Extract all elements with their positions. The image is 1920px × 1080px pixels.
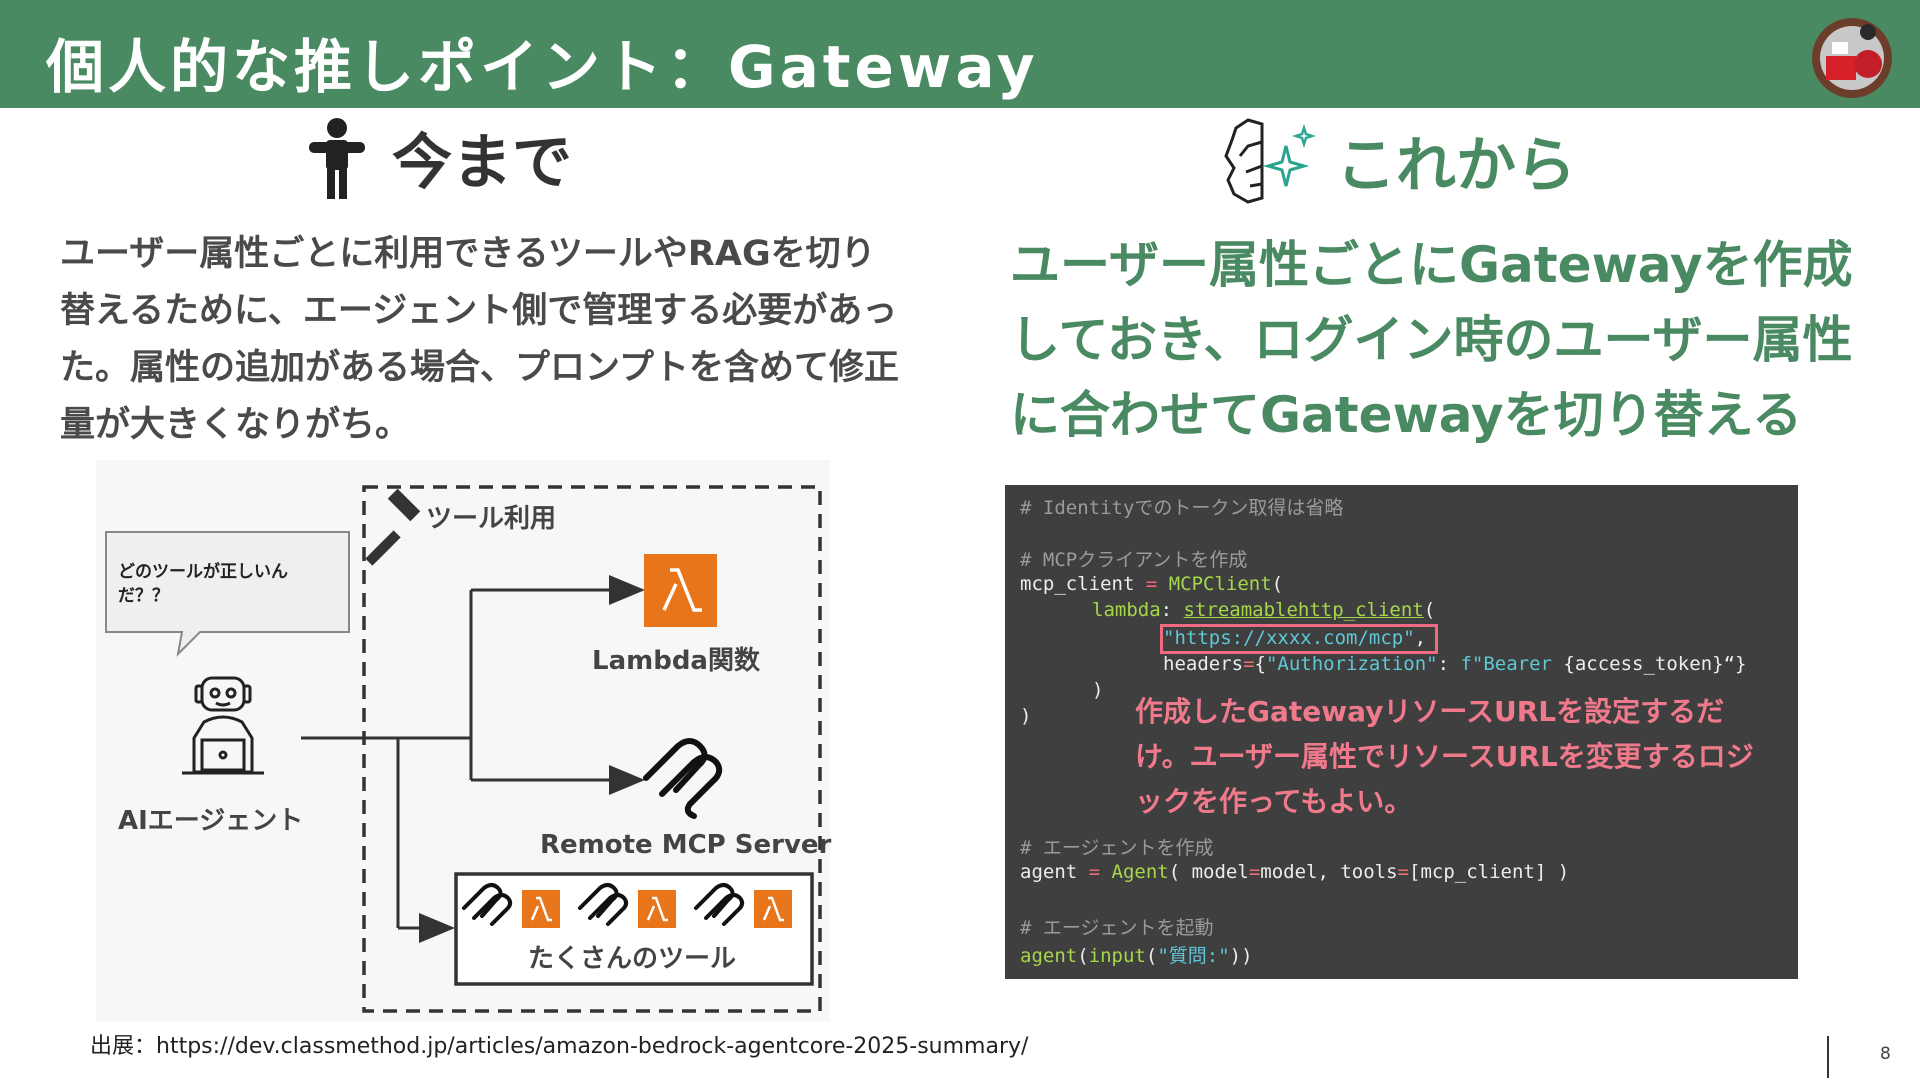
right-description: ユーザー属性ごとにGatewayを作成しておき、ログイン時のユーザー属性に合わせ… (1010, 236, 1853, 444)
code-line-lambda: lambda: streamablehttp_client( (1092, 599, 1436, 621)
mcp-server-icon (578, 883, 629, 926)
code-line-headers: headers={"Authorization": f"Bearer {acce… (1163, 653, 1747, 675)
lambda-label: Lambda関数 (592, 646, 760, 676)
tool-group-border (362, 485, 822, 1013)
hammer-icon (365, 488, 421, 566)
person-icon (309, 117, 365, 199)
code-line-close-paren: ) (1020, 705, 1032, 727)
left-description: ユーザー属性ごとに利用できるツールやRAGを切り替えるために、エージェント側で管… (60, 234, 899, 445)
code-line-close-paren: ) (1092, 679, 1104, 701)
lambda-icon (638, 890, 676, 928)
agent-label: AIエージェント (118, 806, 304, 836)
code-comment: # エージェントを作成 (1020, 837, 1214, 859)
code-block: # Identityでのトークン取得は省略 # MCPクライアントを作成 mcp… (1005, 485, 1798, 979)
source-citation: 出展：https://dev.classmethod.jp/articles/a… (90, 1034, 1029, 1059)
robot-icon (182, 676, 264, 775)
lambda-icon (754, 890, 792, 928)
right-heading-label: これから (1336, 130, 1576, 201)
slide-title: 個人的な推しポイント：Gateway (46, 33, 1039, 101)
url-highlight-box (1160, 624, 1438, 654)
tool-diagram: どのツールが正しいんだ？？ AIエージェント ツール利用 Lambda関数 Re… (96, 460, 832, 1022)
mcp-server-icon (462, 883, 513, 926)
annotation-note: 作成したGatewayリソースURLを設定するだけ。ユーザー属性でリソースURL… (1135, 695, 1754, 818)
right-heading: これから (1222, 116, 1576, 204)
many-tools-label: たくさんのツール (528, 944, 737, 974)
bubble-text: どのツールが正しいんだ？？ (118, 562, 288, 606)
mcp-server-icon (694, 883, 745, 926)
slide-header: 個人的な推しポイント：Gateway (0, 0, 1920, 108)
footer-divider (1827, 1036, 1829, 1078)
code-comment: # MCPクライアントを作成 (1020, 549, 1248, 571)
speech-bubble (105, 531, 350, 657)
left-heading-label: 今まで (392, 128, 572, 198)
code-comment: # エージェントを起動 (1020, 917, 1214, 939)
code-line-url: "https://xxxx.com/mcp", (1163, 627, 1427, 649)
page-number: 8 (1880, 1044, 1891, 1064)
mcp-label: Remote MCP Server (540, 830, 832, 860)
mcp-server-icon (643, 738, 723, 819)
code-line-agent: agent = Agent( model=model, tools=[mcp_c… (1020, 861, 1570, 883)
lambda-icon (522, 890, 560, 928)
many-tools-box (454, 872, 814, 986)
mascot-logo (1812, 18, 1892, 98)
group-label: ツール利用 (426, 504, 557, 534)
diagram-graphics (105, 485, 822, 1013)
ai-brain-sparkle-icon (1224, 118, 1316, 204)
left-heading: 今まで (306, 114, 572, 201)
lambda-icon (644, 554, 717, 627)
code-comment: # Identityでのトークン取得は省略 (1020, 497, 1344, 519)
code-line-invoke: agent(input("質問:")) (1020, 945, 1253, 967)
code-line-mcp-client: mcp_client = MCPClient( (1020, 573, 1284, 595)
